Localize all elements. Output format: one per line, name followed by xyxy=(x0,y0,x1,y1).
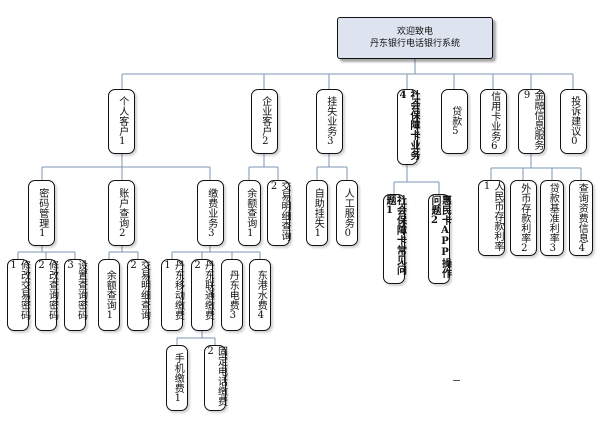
node-corp-balance: 余额查询1 xyxy=(238,180,261,246)
node-self-loss: 自助挂失1 xyxy=(306,180,328,246)
node-personal: 个人客户1 xyxy=(108,89,135,154)
node-complaint: 投诉建议0 xyxy=(560,89,587,154)
node-loan-rate: 贷款基准利率3 xyxy=(540,180,564,256)
node-unicom: 丹东联通缴费2 xyxy=(191,259,214,331)
node-corp-detail: 交易明细查询2 xyxy=(267,180,290,246)
node-password: 密码管理1 xyxy=(28,180,55,246)
node-loan: 贷款5 xyxy=(441,89,468,154)
node-fx-rate: 外币存款利率2 xyxy=(510,180,537,256)
node-modify-query: 修改查询密码2 xyxy=(35,259,58,331)
node-finance: 金融信息服务9 xyxy=(518,89,545,154)
node-telecom: 丹东电费3 xyxy=(221,259,243,331)
node-manual: 人工服务0 xyxy=(336,180,358,246)
node-social-faq: 社会保障卡常见问题1 xyxy=(383,194,406,284)
node-balance: 余额查询1 xyxy=(98,259,120,331)
node-set-query: 设置查询密码3 xyxy=(64,259,87,331)
root-line-2: 丹东银行电话银行系统 xyxy=(369,39,460,49)
node-rmb-rate: 人民币存款利率1 xyxy=(478,180,505,256)
node-detail: 交易明细查询2 xyxy=(127,259,150,331)
node-modify-trade: 修改交易密码1 xyxy=(7,259,30,331)
node-fund-info: 查询资费信息4 xyxy=(569,180,593,256)
node-fixed: 固定电话缴费2 xyxy=(204,345,227,411)
node-corporate: 企业客户2 xyxy=(251,89,278,154)
node-account: 账户查询2 xyxy=(108,180,135,246)
node-payment: 缴费业务3 xyxy=(197,180,224,246)
stray-dash-mark xyxy=(453,380,460,381)
node-huimin-app: 惠民卡APP操作问题2 xyxy=(428,194,451,284)
connector-group xyxy=(17,59,582,345)
node-loss: 挂失业务3 xyxy=(316,89,343,154)
node-phone: 手机缴费1 xyxy=(166,345,188,411)
root-line-1: 欢迎致电 xyxy=(396,26,433,37)
node-credit: 信用卡业务6 xyxy=(480,89,507,154)
root-node: 欢迎致电 丹东银行电话银行系统 xyxy=(337,17,493,59)
node-social: 社会保障卡业务4 xyxy=(397,89,419,165)
node-mobile: 丹东移动缴费1 xyxy=(161,259,184,331)
node-water: 东港水费4 xyxy=(249,259,271,331)
